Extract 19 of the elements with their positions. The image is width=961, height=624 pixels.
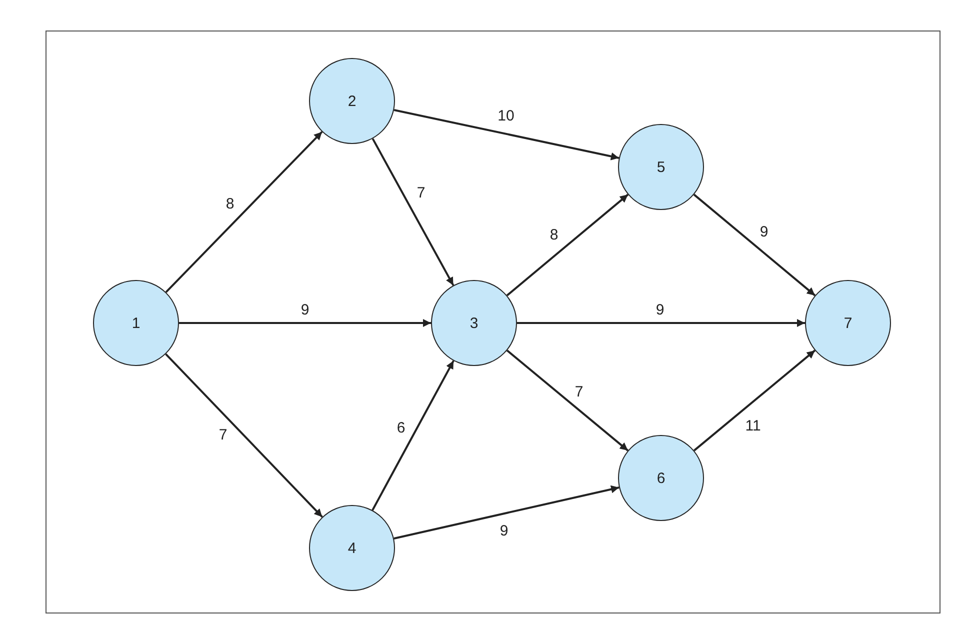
arrow [179, 319, 431, 327]
arrow [506, 350, 629, 452]
arrow [394, 109, 620, 160]
circle-node: 1 [93, 280, 179, 366]
circle-node: 7 [805, 280, 891, 366]
circle-node: 4 [309, 505, 395, 591]
arrow [517, 319, 805, 327]
arrow [394, 485, 620, 540]
arrow [165, 353, 323, 518]
circle-node: 3 [431, 280, 517, 366]
arrow [506, 194, 629, 296]
arrow [372, 360, 454, 511]
circle-node: 6 [618, 435, 704, 521]
arrow [165, 131, 323, 293]
circle-node: 5 [618, 124, 704, 210]
arrow [693, 350, 816, 452]
circle-node: 2 [309, 58, 395, 144]
arrow [693, 194, 816, 296]
arrow [372, 138, 454, 286]
